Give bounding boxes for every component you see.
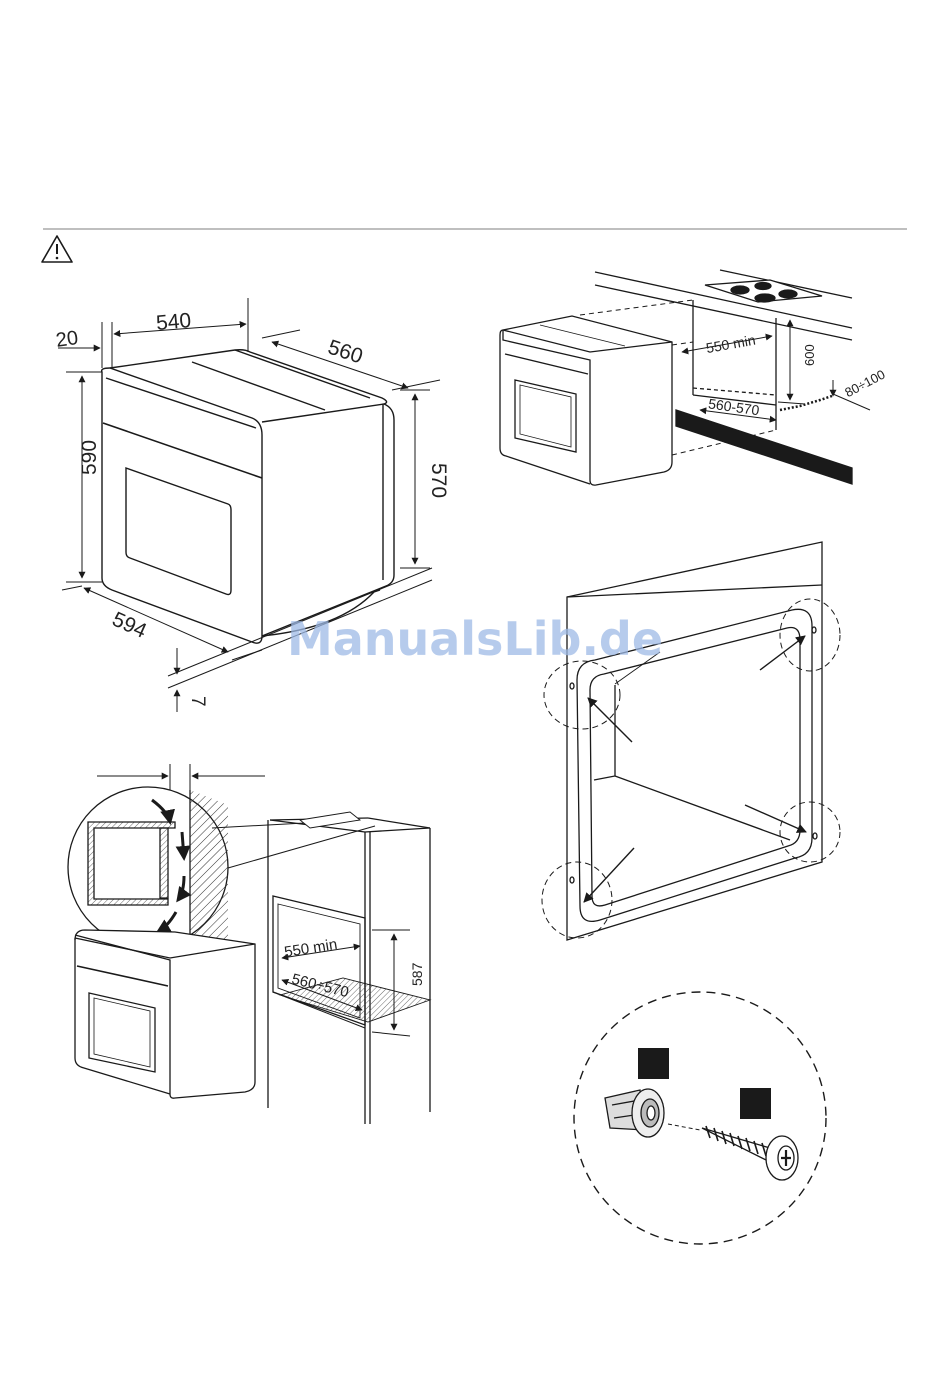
watermark: ManualsLib.de <box>287 612 663 666</box>
hob-dim-600-label: 600 <box>802 344 817 366</box>
dim-540-label: 540 <box>155 309 192 335</box>
dim-7-label: 7 <box>187 696 208 707</box>
screw-icon <box>702 1126 798 1180</box>
figure-under-hob <box>500 270 852 485</box>
plastic-dowel-icon <box>605 1089 664 1137</box>
warning-triangle-icon <box>42 236 72 262</box>
dim-560-label: 560 <box>325 336 365 369</box>
figure-oven-dimensions <box>102 350 394 643</box>
part-marker-a <box>638 1048 669 1079</box>
dim-594-label: 594 <box>109 608 151 643</box>
dim-590-label: 590 <box>78 440 101 475</box>
figure-fixing-parts <box>574 992 826 1244</box>
hob-dim-80-100-label: 80÷100 <box>842 367 887 401</box>
dim-20-label: 20 <box>54 327 79 352</box>
hob-dim-560-570-label: 560-570 <box>707 395 760 418</box>
part-marker-b <box>740 1088 771 1119</box>
dim-570-label: 570 <box>427 463 450 498</box>
figure-wall-frame <box>542 542 840 940</box>
hob-dim-550-min-label: 550 min <box>705 332 757 356</box>
column-dim-550-min-label: 550 min <box>283 936 338 961</box>
figure-ventilation-detail <box>68 764 430 1124</box>
column-dim-587-label: 587 <box>409 962 425 986</box>
